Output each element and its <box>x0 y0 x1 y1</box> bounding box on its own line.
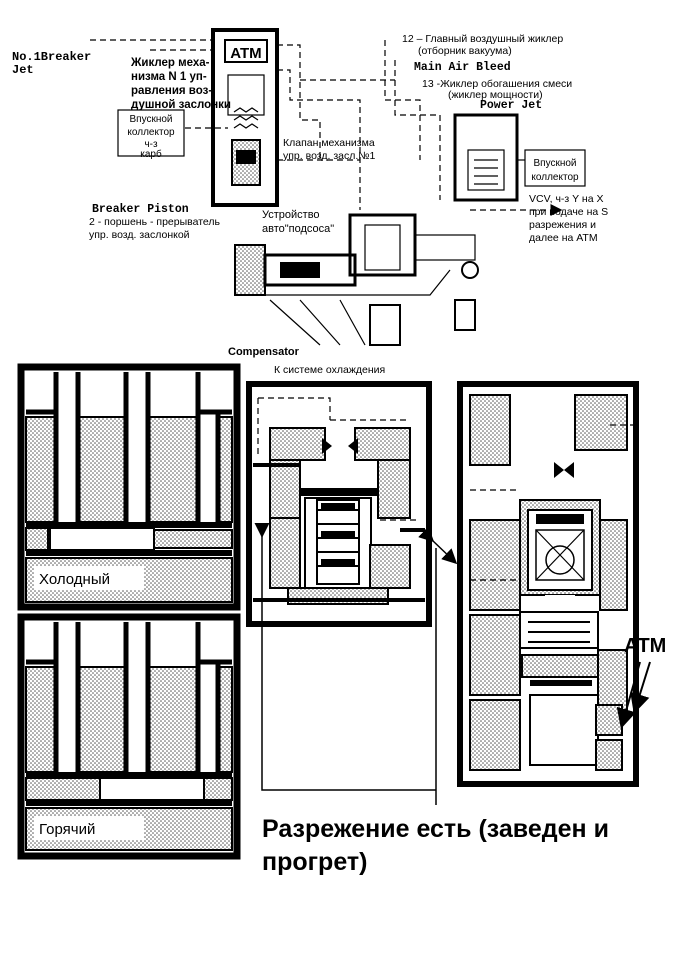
carb-bore <box>364 224 401 271</box>
enrich-jet-label: 13 -Жиклер обогашения смеси(жиклер мощно… <box>422 78 572 101</box>
hot-label: Горячий <box>39 821 95 838</box>
connection-arrow <box>418 526 458 565</box>
hot-panel: Горячий <box>17 613 241 860</box>
jet-mechanism-label: Жиклер меха-низма N 1 уп-равления воз-ду… <box>130 57 231 111</box>
linkage <box>265 269 451 296</box>
throttle-lever <box>454 299 476 331</box>
power-jet-chamber <box>467 149 505 191</box>
carb-body <box>348 213 417 277</box>
auto-choke-housing <box>234 244 266 296</box>
compensator-label: Compensator <box>228 346 300 358</box>
cold-panel: Холодный <box>17 363 241 611</box>
vacuum-note-line1: Разрежение есть (заведен и <box>262 815 609 843</box>
vcv-body <box>369 304 401 346</box>
jet-chamber <box>227 74 265 116</box>
throttle-pivot <box>461 261 479 279</box>
leader-lines <box>269 299 366 346</box>
atm-label-right: АТМ <box>624 635 666 657</box>
power-jet-spring <box>474 159 498 185</box>
return-line-left <box>254 523 436 791</box>
power-jet-box <box>453 113 519 202</box>
main-air-jet-label: 12 – Главный воздушный жиклер(отборник в… <box>402 33 563 57</box>
breaker-piston-label: Breaker Piston <box>92 203 189 216</box>
vacuum-note-line2: прогрет) <box>262 848 367 876</box>
breaker-housing <box>211 28 279 207</box>
intake-manifold-box <box>524 149 586 187</box>
power-jet-label: Power Jet <box>480 99 542 112</box>
vacuum-line-2 <box>277 69 361 210</box>
atm-label-top: ATM <box>230 45 261 62</box>
atm-box <box>224 39 268 63</box>
intake-carb-box <box>117 109 185 157</box>
piston-core <box>236 150 256 164</box>
main-air-bleed-label: Main Air Bleed <box>414 61 511 74</box>
power-line <box>394 60 441 200</box>
cooling-system-label: К системе охлаждения <box>274 364 385 376</box>
middle-panel <box>246 381 432 627</box>
auto-choke-piston <box>280 262 320 278</box>
choke-arm <box>414 234 476 261</box>
auto-choke-shaft <box>263 253 357 287</box>
vacuum-line-1 <box>277 44 321 160</box>
cold-label: Холодный <box>39 571 110 588</box>
right-panel: АТМ <box>457 381 666 787</box>
breaker-spring <box>233 107 259 129</box>
air-bleed-line <box>384 40 421 160</box>
